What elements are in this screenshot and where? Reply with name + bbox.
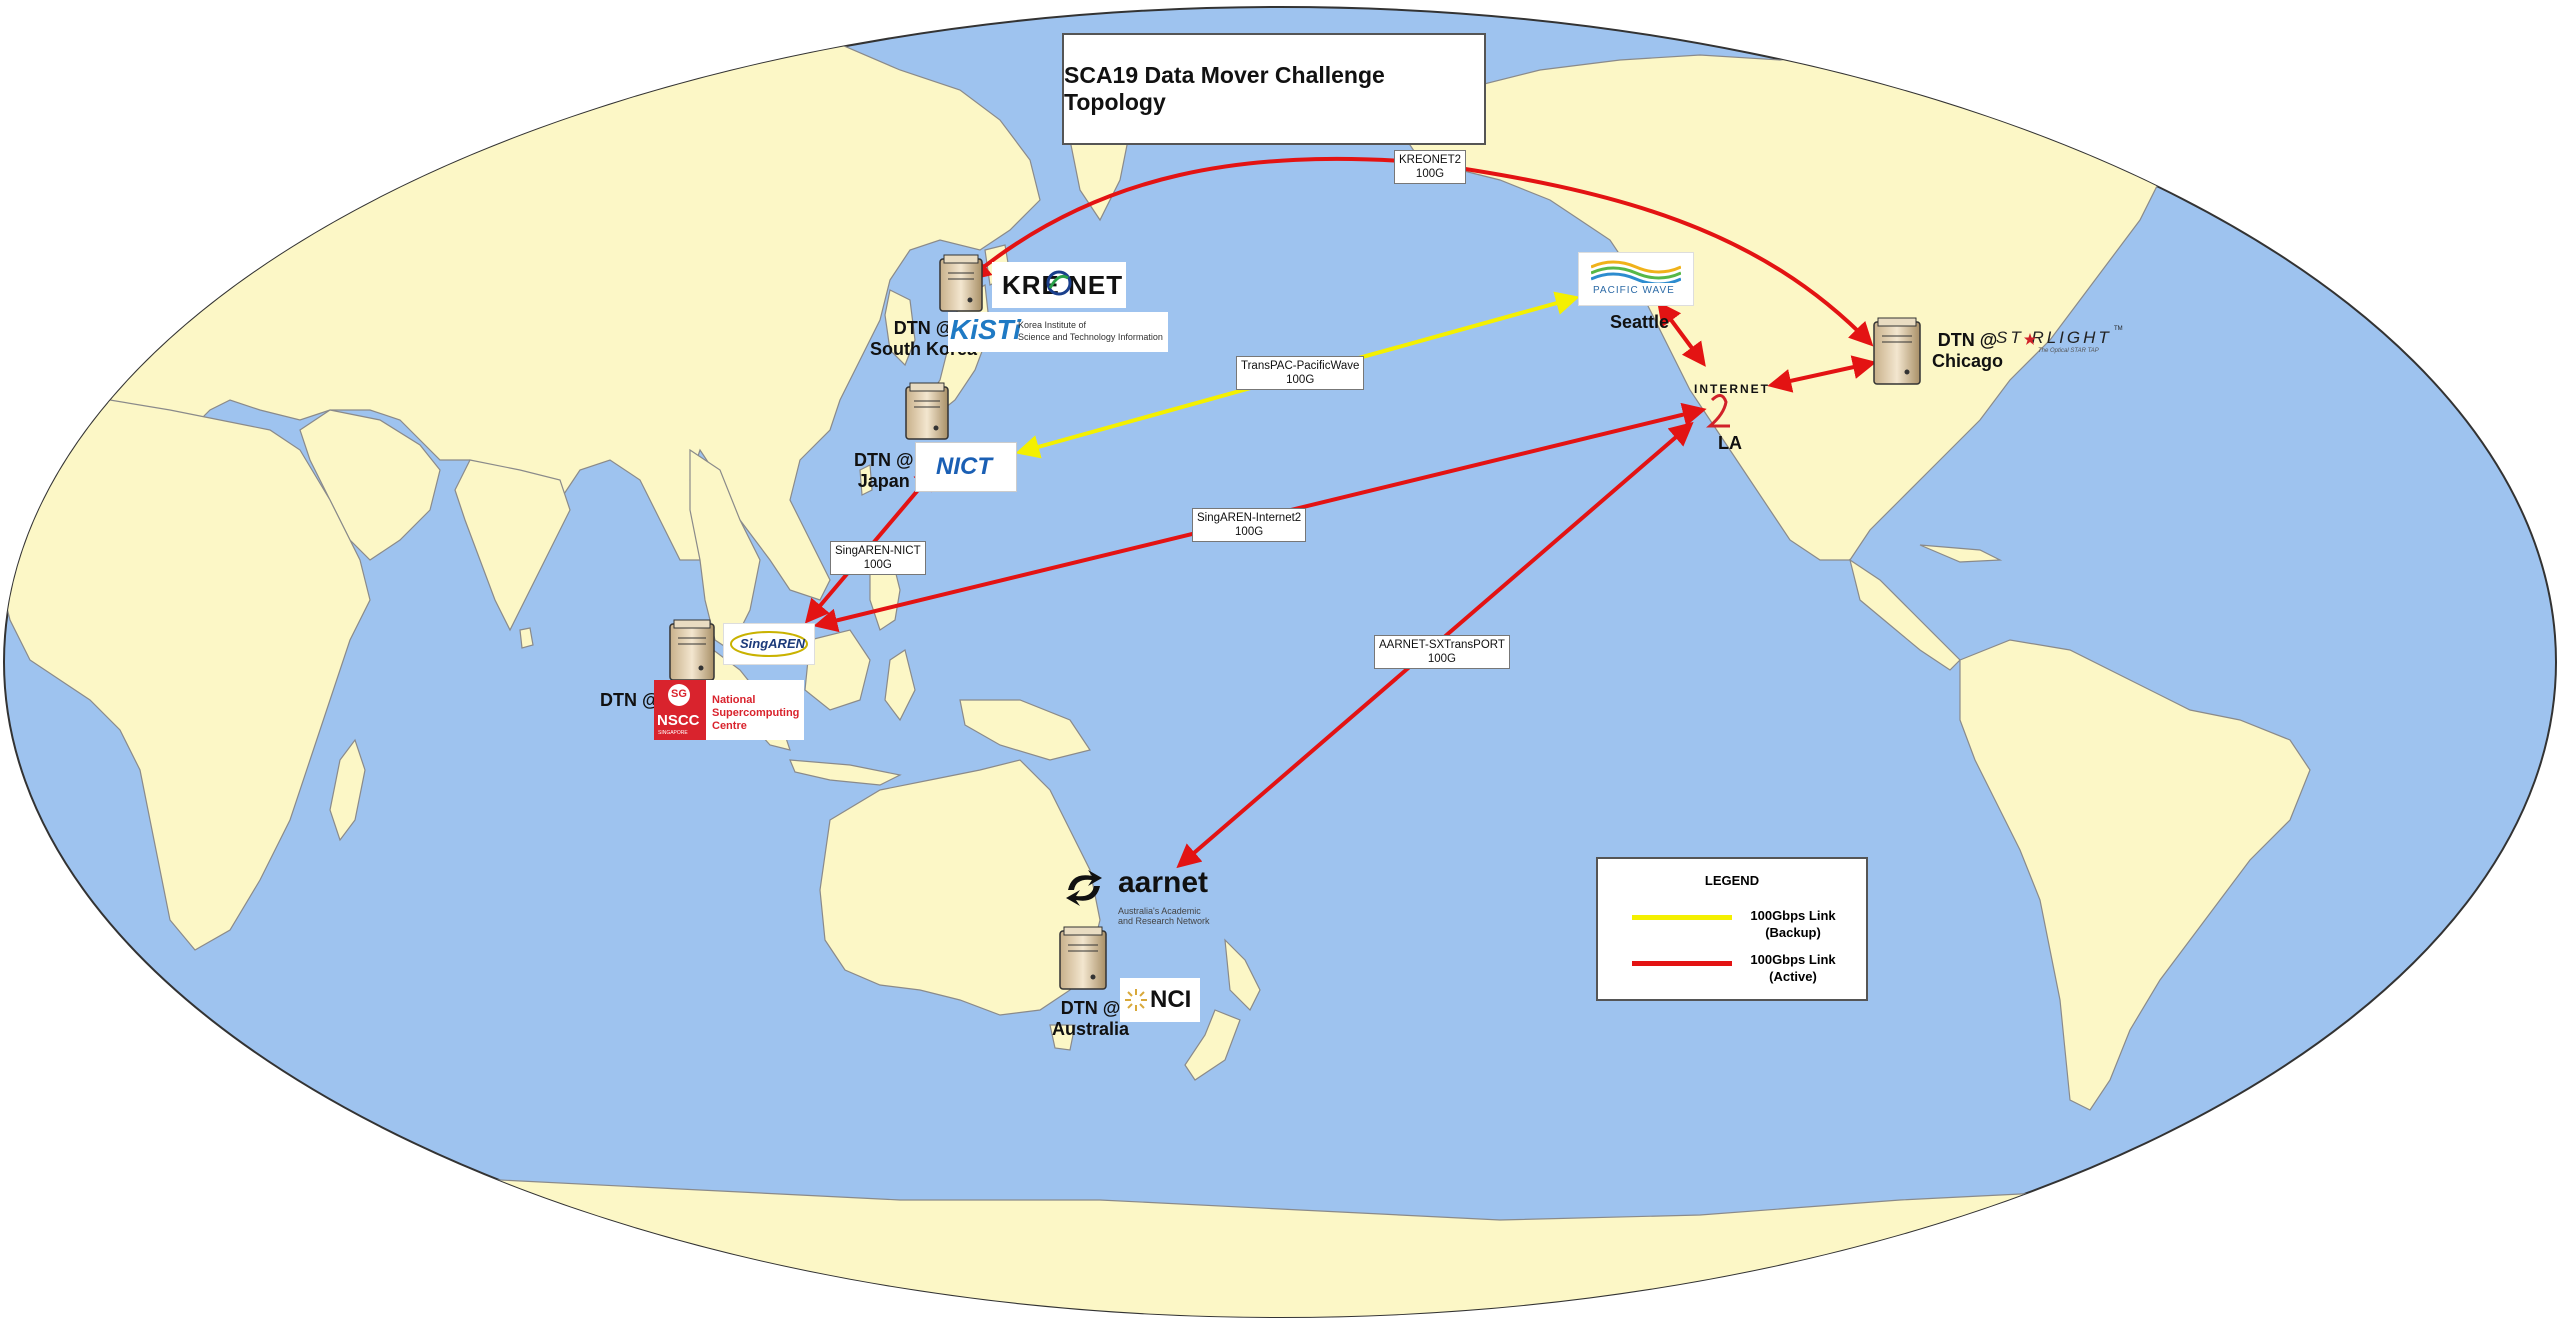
land-madagascar [329, 738, 366, 842]
land-new-guinea [959, 699, 1091, 761]
link-la-chicago [1767, 355, 1877, 393]
singaren-logo: SingAREN [723, 623, 815, 665]
site-label-singapore: DTN @ [600, 690, 660, 710]
kreonet-logo: KRE NET [992, 262, 1126, 308]
nscc-red-block: SG NSCC SINGAPORE [654, 680, 706, 740]
land-cuba [1919, 544, 2003, 563]
server-singapore [669, 619, 715, 681]
legend-backup-swatch [1632, 915, 1732, 920]
land-sulawesi [884, 649, 916, 722]
nscc-logo: SG NSCC SINGAPORE National Supercomputin… [654, 680, 804, 740]
land-new-zealand-south [1184, 1009, 1241, 1081]
land-korea [884, 289, 916, 367]
land-sri-lanka [519, 627, 534, 649]
legend-active-swatch [1632, 961, 1732, 966]
legend-backup-label: 100Gbps Link(Backup) [1750, 908, 1836, 940]
land-uk [64, 179, 96, 236]
kisti-logo: KiSTi Korea Institute of Science and Tec… [948, 312, 1168, 352]
starlight-logo: ST RLIGHT TM The Optical STAR TAP [1996, 326, 2123, 354]
land-java [789, 759, 902, 786]
pacific-wave-logo: PACIFIC WAVE [1578, 252, 1694, 306]
land-africa [4, 399, 371, 951]
server-japan [905, 382, 949, 440]
link-seattle-la [1657, 301, 1706, 367]
singaren-swoosh-icon [730, 631, 808, 657]
aarnet-swirl-icon [1066, 870, 1102, 906]
land-greenland [2159, 9, 2341, 171]
internet2-mark-icon [1706, 394, 1730, 428]
diagram-title-box: SCA19 Data Mover Challenge Topology [1062, 33, 1486, 145]
site-label-japan: DTN @Japan [854, 450, 914, 491]
legend-active-label: 100Gbps Link(Active) [1750, 952, 1836, 984]
starlight-star-icon [2024, 333, 2036, 345]
site-label-australia: DTN @Australia [1052, 998, 1130, 1039]
land-arabia [299, 409, 441, 561]
server-korea [939, 254, 983, 312]
legend: LEGEND 100Gbps Link(Backup) 100Gbps Link… [1596, 857, 1868, 1001]
landmasses [4, 9, 2556, 1317]
aarnet-logo: aarnet Australia's Academic and Research… [1062, 866, 1222, 928]
server-australia [1059, 926, 1107, 990]
nict-logo: NICT [915, 442, 1017, 492]
link-kreonet2-chicago [1417, 160, 1874, 347]
nci-sun-icon [1125, 989, 1147, 1011]
legend-title: LEGEND [1704, 873, 1760, 888]
nci-logo: NCI [1120, 978, 1200, 1022]
land-tasmania [1049, 1024, 1076, 1051]
pacific-wave-icon [1591, 260, 1681, 283]
site-label-seattle: Seattle [1610, 312, 1670, 332]
site-label-chicago: DTN @Chicago [1932, 330, 2004, 371]
land-new-zealand [1224, 938, 1261, 1012]
server-chicago [1873, 317, 1921, 385]
land-india [454, 459, 571, 632]
kreonet-swirl-icon [1046, 270, 1072, 296]
land-central-america [1849, 558, 1961, 671]
link-kreonet2-korea [966, 156, 1419, 282]
site-label-la: LA [1718, 433, 1742, 453]
diagram-title: SCA19 Data Mover Challenge Topology [1064, 62, 1385, 115]
land-south-america [1959, 639, 2311, 1111]
internet2-logo: INTERNET [1692, 378, 1792, 434]
